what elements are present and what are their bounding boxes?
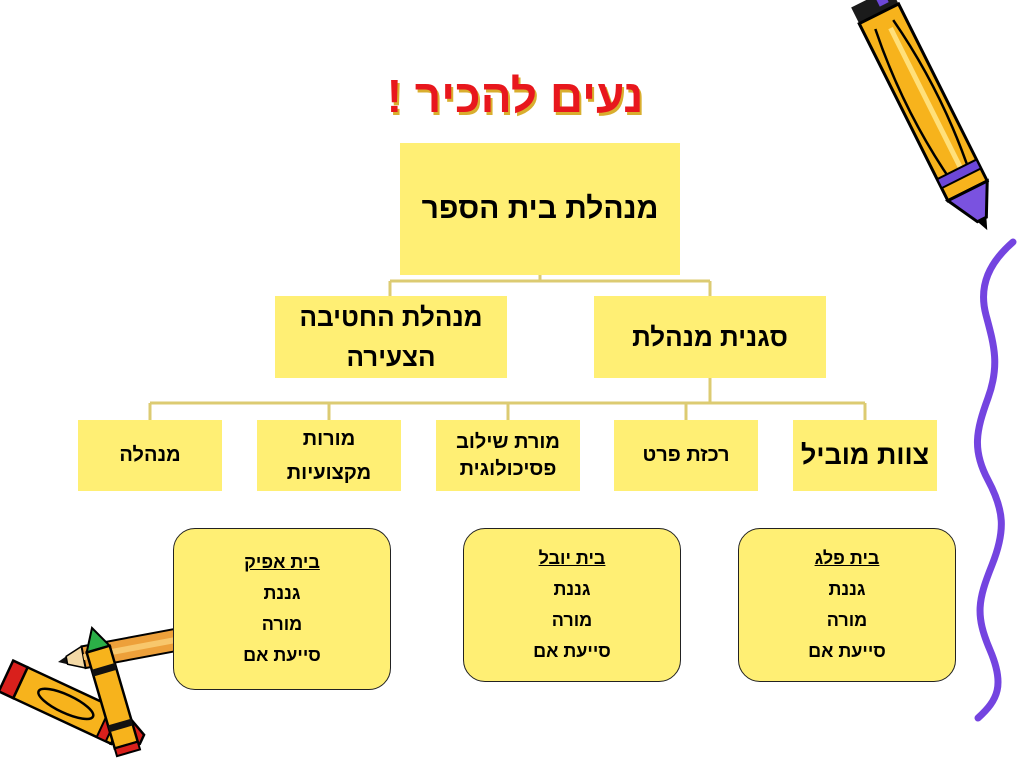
role-item: סייעת אם [533, 641, 611, 661]
org-box-label: מורות מקצועיות [286, 427, 372, 484]
slide-title: נעים להכיר ! [386, 70, 644, 122]
role-item: סייעת אם [243, 645, 321, 665]
org-box-young-division-head: מנהלת החטיבה הצעירה [275, 296, 507, 378]
squiggle-icon [974, 238, 1017, 722]
org-box-professional-teachers: מורות מקצועיות [257, 420, 401, 491]
org-box-individual-coordinator: רכזת פרט [614, 420, 758, 491]
org-box-deputy-principal: סגנית מנהלת [594, 296, 826, 378]
org-box-label: סגנית מנהלת [632, 321, 788, 352]
org-box-leading-team: צוות מוביל [793, 420, 937, 491]
org-box-label: מנהלה [119, 444, 181, 466]
org-box-label: מנהלת בית הספר [421, 192, 659, 225]
role-item: גננת [553, 579, 591, 599]
house-card-afik: בית אפיק גננת מורה סייעת אם [173, 528, 391, 690]
org-box-label: רכזת פרט [642, 444, 730, 466]
house-name: בית אפיק [244, 552, 320, 572]
org-box-label: מורת שילוב פסיכולוגית [456, 430, 560, 480]
house-card-peleg: בית פלג גננת מורה סייעת אם [738, 528, 956, 682]
org-box-school-principal: מנהלת בית הספר [400, 143, 680, 275]
pencil-icon [851, 0, 990, 231]
role-item: מורה [826, 610, 868, 630]
role-item: מורה [551, 610, 593, 630]
house-card-yuval: בית יובל גננת מורה סייעת אם [463, 528, 681, 682]
role-item: מורה [261, 614, 303, 634]
org-box-administration: מנהלה [78, 420, 222, 491]
org-box-label: מנהלת החטיבה הצעירה [299, 302, 483, 372]
role-item: סייעת אם [808, 641, 886, 661]
house-name: בית פלג [814, 548, 880, 568]
role-item: גננת [263, 583, 301, 603]
house-name: בית יובל [538, 548, 606, 568]
role-item: גננת [828, 579, 866, 599]
org-box-label: צוות מוביל [800, 440, 930, 470]
org-box-integration-teacher: מורת שילוב פסיכולוגית [436, 420, 580, 491]
crayon-icon [85, 625, 142, 758]
